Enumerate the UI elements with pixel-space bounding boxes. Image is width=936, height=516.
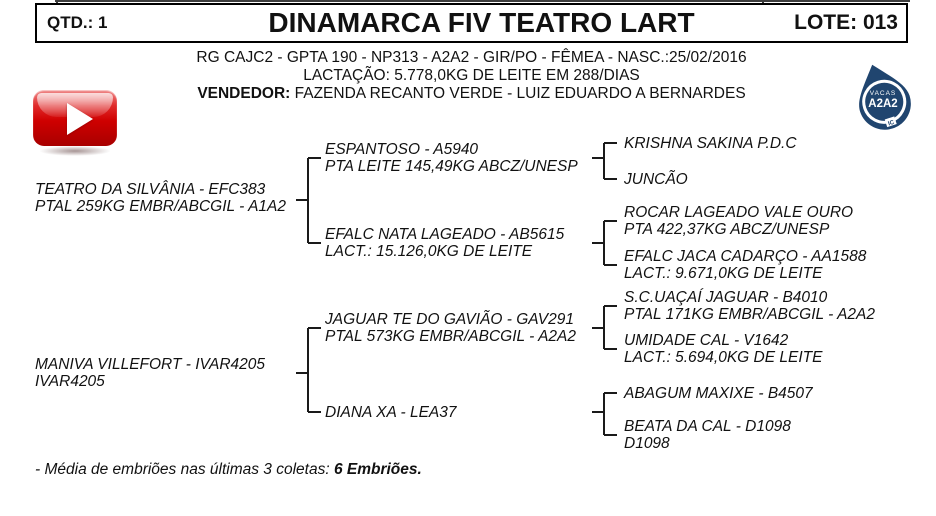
- animal-name: S.C.UAÇAÍ JAGUAR - B4010: [624, 289, 828, 306]
- top-rule: [55, 0, 910, 2]
- pedigree-node-great-grandparent: ABAGUM MAXIXE - B4507: [624, 385, 813, 402]
- animal-name: KRISHNA SAKINA P.D.C: [624, 135, 797, 152]
- animal-detail: IVAR4205: [35, 373, 105, 390]
- animal-detail: PTAL 573KG EMBR/ABCGIL - A2A2: [325, 328, 576, 345]
- animal-name: ROCAR LAGEADO VALE OURO: [624, 204, 854, 221]
- pedigree-node-dam: MANIVA VILLEFORT - IVAR4205 IVAR4205: [35, 356, 265, 390]
- play-icon: [67, 103, 93, 135]
- animal-detail: LACT.: 5.694,0KG DE LEITE: [624, 349, 823, 366]
- quantity-label: QTD.: 1: [47, 13, 108, 32]
- pedigree-node-great-grandparent: EFALC JACA CADARÇO - AA1588 LACT.: 9.671…: [624, 248, 866, 282]
- embryo-note: - Média de embriões nas últimas 3 coleta…: [35, 461, 422, 479]
- vendor-line: VENDEDOR: FAZENDA RECANTO VERDE - LUIZ E…: [35, 85, 908, 103]
- badge-top-text: VACAS: [870, 90, 897, 97]
- animal-detail: PTA 422,37KG ABCZ/UNESP: [624, 221, 830, 238]
- pedigree-node-great-grandparent: JUNCÃO: [624, 171, 688, 188]
- animal-name: EFALC JACA CADARÇO - AA1588: [624, 248, 867, 265]
- pedigree-node-dam-dam: DIANA XA - LEA37: [325, 404, 457, 421]
- animal-detail: PTAL 259KG EMBR/ABCGIL - A1A2: [35, 198, 286, 215]
- animal-detail: PTAL 171KG EMBR/ABCGIL - A2A2: [624, 306, 875, 323]
- animal-title: DINAMARCA FIV TEATRO LART: [268, 7, 695, 38]
- lot-header: QTD.: 1 DINAMARCA FIV TEATRO LART LOTE: …: [35, 3, 908, 43]
- pedigree-node-sire-dam: EFALC NATA LAGEADO - AB5615 LACT.: 15.12…: [325, 226, 564, 260]
- registration-line: RG CAJC2 - GPTA 190 - NP313 - A2A2 - GIR…: [196, 49, 747, 66]
- badge-sub-text: IC: [888, 120, 896, 128]
- pedigree-node-dam-sire: JAGUAR TE DO GAVIÃO - GAV291 PTAL 573KG …: [325, 311, 576, 345]
- animal-detail: D1098: [624, 435, 670, 452]
- animal-name: UMIDADE CAL - V1642: [624, 332, 789, 349]
- animal-detail: LACT.: 9.671,0KG DE LEITE: [624, 265, 823, 282]
- pedigree-node-sire-sire: ESPANTOSO - A5940 PTA LEITE 145,49KG ABC…: [325, 141, 578, 175]
- note-text: - Média de embriões nas últimas 3 coleta…: [35, 461, 334, 478]
- play-video-button[interactable]: [33, 90, 117, 156]
- pedigree-node-great-grandparent: KRISHNA SAKINA P.D.C: [624, 135, 797, 152]
- animal-detail: PTA LEITE 145,49KG ABCZ/UNESP: [325, 158, 578, 175]
- animal-name: TEATRO DA SILVÂNIA - EFC383: [35, 181, 266, 198]
- animal-name: EFALC NATA LAGEADO - AB5615: [325, 226, 565, 243]
- pedigree-node-sire: TEATRO DA SILVÂNIA - EFC383 PTAL 259KG E…: [35, 181, 286, 215]
- animal-name: MANIVA VILLEFORT - IVAR4205: [35, 356, 266, 373]
- animal-name: ABAGUM MAXIXE - B4507: [624, 385, 813, 402]
- vendor-label: VENDEDOR:: [197, 85, 291, 102]
- note-bold-text: 6 Embriões.: [333, 461, 422, 478]
- pedigree-node-great-grandparent: ROCAR LAGEADO VALE OURO PTA 422,37KG ABC…: [624, 204, 853, 238]
- pedigree-node-great-grandparent: BEATA DA CAL - D1098 D1098: [624, 418, 791, 452]
- lactation-line: LACTAÇÃO: 5.778,0KG DE LEITE EM 288/DIAS: [303, 67, 640, 84]
- animal-info: RG CAJC2 - GPTA 190 - NP313 - A2A2 - GIR…: [35, 49, 908, 103]
- pedigree-node-great-grandparent: UMIDADE CAL - V1642 LACT.: 5.694,0KG DE …: [624, 332, 822, 366]
- animal-name: DIANA XA - LEA37: [325, 404, 457, 421]
- animal-name: ESPANTOSO - A5940: [325, 141, 479, 158]
- lot-number: LOTE: 013: [794, 11, 898, 34]
- animal-name: BEATA DA CAL - D1098: [624, 418, 791, 435]
- animal-name: JAGUAR TE DO GAVIÃO - GAV291: [325, 311, 574, 328]
- vendor-value: FAZENDA RECANTO VERDE - LUIZ EDUARDO A B…: [290, 85, 746, 102]
- pedigree-node-great-grandparent: S.C.UAÇAÍ JAGUAR - B4010 PTAL 171KG EMBR…: [624, 289, 875, 323]
- vacas-a2a2-badge-icon: IC VACAS A2A2: [859, 64, 911, 130]
- badge-main-text: A2A2: [868, 98, 897, 110]
- animal-name: JUNCÃO: [624, 171, 688, 188]
- animal-detail: LACT.: 15.126,0KG DE LEITE: [325, 243, 533, 260]
